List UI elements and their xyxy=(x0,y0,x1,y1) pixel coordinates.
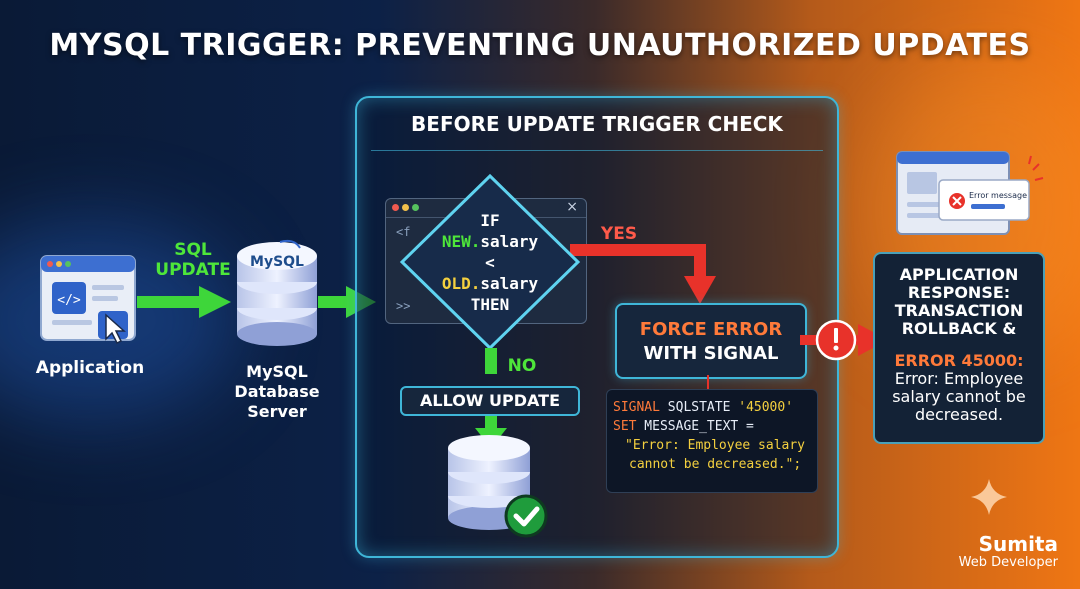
diamond-new-salary: NEW.salary xyxy=(420,231,560,252)
old-keyword: OLD. xyxy=(441,274,481,293)
code-line-1: SIGNAL SQLSTATE '45000' xyxy=(613,398,811,417)
force-error-line1: FORCE ERROR xyxy=(639,319,783,340)
no-label: NO xyxy=(507,356,537,376)
set-keyword: SET xyxy=(613,419,637,434)
signal-keyword: SIGNAL xyxy=(613,400,660,415)
brand-signature: Sumita Web Developer xyxy=(959,533,1058,570)
panel-divider xyxy=(371,150,823,151)
editor-close-icon[interactable]: × xyxy=(566,199,578,215)
panel-title: BEFORE UPDATE TRIGGER CHECK xyxy=(411,112,783,136)
server-label-line1: MySQL xyxy=(246,362,308,381)
old-field: salary xyxy=(480,274,539,293)
minimize-dot-icon xyxy=(402,204,409,211)
response-line2: RESPONSE: xyxy=(907,283,1011,302)
error-message-text: Error message xyxy=(969,191,1027,200)
brand-role: Web Developer xyxy=(958,555,1058,570)
mysql-logo-text: MySQL xyxy=(250,254,304,270)
diamond-operator: < xyxy=(485,253,495,272)
error-window-icon xyxy=(896,151,1044,235)
editor-prompt-top: <f xyxy=(396,225,411,239)
server-label-line3: Server xyxy=(247,402,307,421)
new-keyword: NEW. xyxy=(441,232,481,251)
brand-name: Sumita xyxy=(978,532,1058,556)
diamond-old-salary: OLD.salary xyxy=(420,273,560,294)
svg-text:</>: </> xyxy=(57,293,81,308)
yes-arrow xyxy=(570,244,716,304)
error-text-line3: decreased. xyxy=(914,405,1004,424)
error-text-line2: salary cannot be xyxy=(892,387,1026,406)
error-code: ERROR 45000: xyxy=(894,351,1024,370)
sqlstate-text: SQLSTATE xyxy=(659,400,739,415)
allow-update-box: ALLOW UPDATE xyxy=(400,386,580,416)
diamond-text: IF NEW.salary < OLD.salary THEN xyxy=(420,210,560,315)
yes-label: YES xyxy=(600,224,638,244)
server-label-line2: Database xyxy=(234,382,320,401)
updated-database-icon xyxy=(448,435,548,538)
sqlstate-value: '45000' xyxy=(738,400,794,415)
new-field: salary xyxy=(480,232,539,251)
force-to-code-connector xyxy=(707,375,709,389)
update-label: UPDATE xyxy=(155,260,231,280)
response-line4: ROLLBACK & xyxy=(901,319,1017,338)
response-line3: TRANSACTION xyxy=(894,301,1024,320)
editor-prompt-bottom: >> xyxy=(396,299,411,313)
code-line-3: "Error: Employee salary xyxy=(625,438,806,453)
response-line1: APPLICATION xyxy=(899,265,1019,284)
mysql-server-label: MySQL Database Server xyxy=(222,362,332,422)
error-text-line1: Error: Employee xyxy=(894,369,1024,388)
signal-code-block: SIGNAL SQLSTATE '45000' SET MESSAGE_TEXT… xyxy=(606,389,818,493)
close-dot-icon xyxy=(392,204,399,211)
diagram-title: MYSQL TRIGGER: PREVENTING UNAUTHORIZED U… xyxy=(49,28,1031,63)
code-line-2: SET MESSAGE_TEXT = xyxy=(613,417,811,436)
arrow-app-to-server xyxy=(137,286,231,318)
force-error-line2: WITH SIGNAL xyxy=(643,343,779,364)
no-arrow xyxy=(485,348,497,374)
diamond-then: THEN xyxy=(470,295,510,314)
message-text-assign: MESSAGE_TEXT = xyxy=(636,419,754,434)
code-line-4: cannot be decreased."; xyxy=(629,457,802,472)
mysql-database-icon xyxy=(237,239,317,346)
sql-label: SQL xyxy=(174,240,212,260)
diamond-if: IF xyxy=(480,211,500,230)
application-label: Application xyxy=(35,358,145,378)
sparkle-icon xyxy=(971,479,1007,515)
application-icon: </> xyxy=(40,255,136,345)
error-alert-arrow xyxy=(800,319,888,361)
force-error-box: FORCE ERROR WITH SIGNAL xyxy=(615,303,807,379)
sql-update-label: SQL UPDATE xyxy=(138,240,248,280)
maximize-dot-icon xyxy=(412,204,419,211)
application-response-box: APPLICATION RESPONSE: TRANSACTION ROLLBA… xyxy=(873,252,1045,444)
